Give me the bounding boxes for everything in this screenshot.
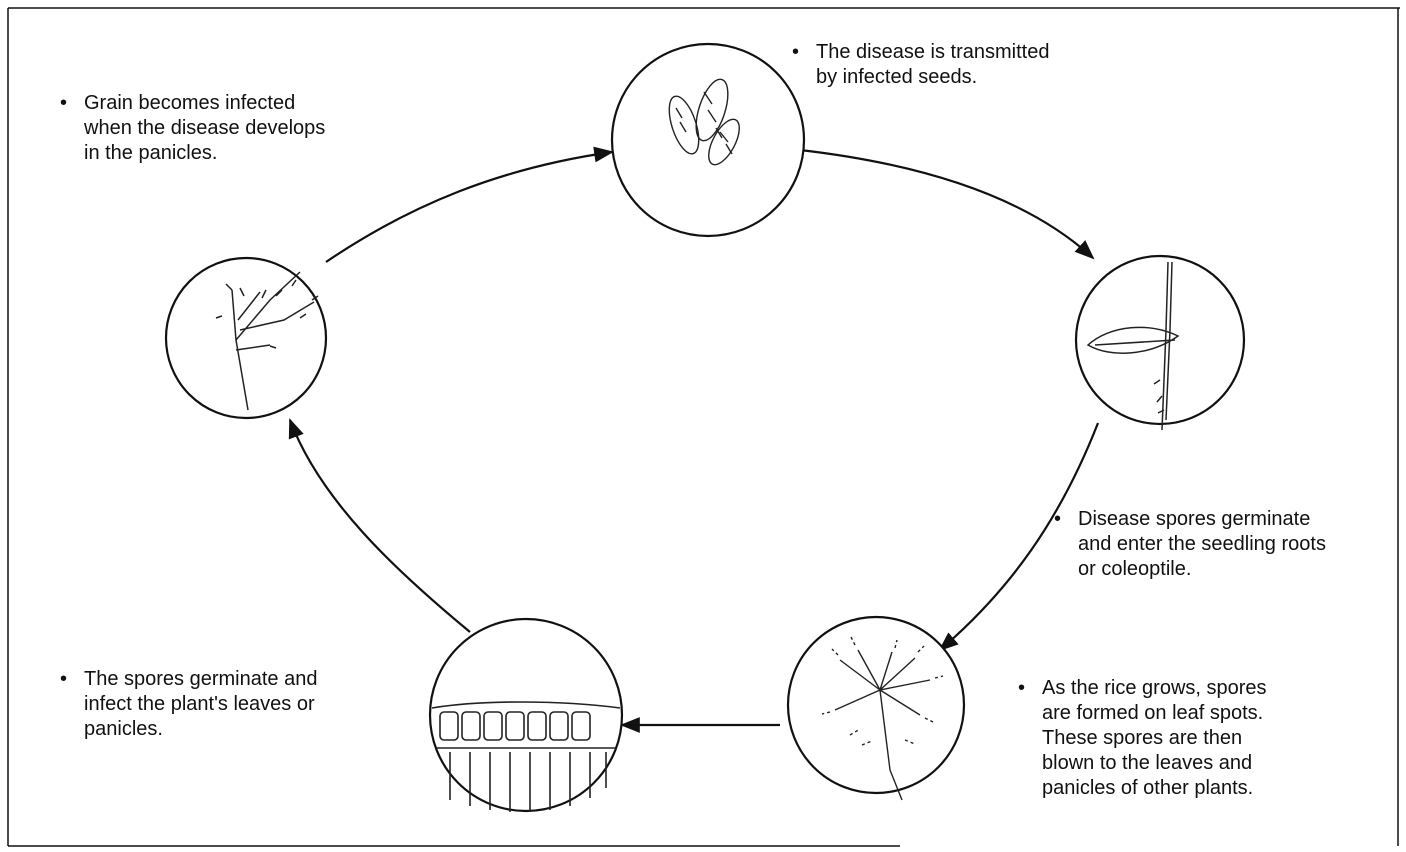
stage-seeds bbox=[610, 42, 806, 238]
bullet-icon: • bbox=[60, 668, 68, 690]
cycle-arrows bbox=[288, 146, 1100, 733]
bullet-icon: • bbox=[792, 41, 800, 63]
page-frame bbox=[7, 7, 1400, 847]
bullet-icon: • bbox=[1054, 508, 1062, 530]
seedling-icon bbox=[1086, 261, 1180, 431]
bullet-icon: • bbox=[1018, 677, 1026, 699]
caption-panicle-text: Grain becomes infected when the disease … bbox=[84, 92, 326, 164]
arrow-panicle-to-seeds bbox=[325, 146, 614, 263]
arrow-tissue-to-panicle bbox=[288, 418, 471, 633]
caption-tissue-text: The spores germinate and infect the plan… bbox=[84, 668, 318, 740]
caption-seeds-text: The disease is transmitted by infected s… bbox=[816, 41, 1050, 88]
caption-leaf-text: As the rice grows, spores are formed on … bbox=[1042, 677, 1267, 799]
arrow-seedling-to-leaf bbox=[938, 422, 1100, 652]
arrow-seeds-to-seedling bbox=[799, 148, 1095, 260]
bullet-icon: • bbox=[60, 92, 68, 114]
stage-tissue bbox=[428, 617, 624, 813]
stage-seedling bbox=[1074, 254, 1246, 431]
stage-panicle bbox=[164, 256, 328, 420]
leaf-cells-icon bbox=[431, 701, 621, 812]
stage-leaf bbox=[786, 615, 966, 801]
spores-on-leaf-icon bbox=[821, 636, 944, 801]
caption-seedling-text: Disease spores germinate and enter the s… bbox=[1078, 508, 1326, 580]
infected-panicle-icon bbox=[215, 271, 319, 411]
infected-seeds-icon bbox=[668, 78, 740, 166]
